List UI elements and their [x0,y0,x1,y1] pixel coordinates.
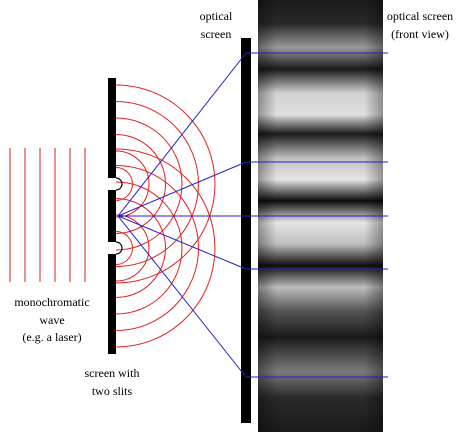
wavefront-arc-bottom-slit [115,231,133,265]
label-wave-3: (e.g. a laser) [22,330,81,344]
slit-top-edge [115,177,123,191]
path-lines [117,52,388,378]
label-front-view-1: optical screen [387,9,453,23]
path-line-diagonal [117,215,247,378]
barrier-middle [108,190,116,242]
wavefront-arcs [115,84,216,348]
wavefront-arc-top-slit [115,134,166,234]
wavefront-arc-top-slit [115,117,183,251]
label-optical-1: optical [200,9,233,23]
path-line-diagonal [117,52,247,217]
wavefront-arc-bottom-slit [115,165,199,331]
label-wave-2: wave [39,313,64,327]
slit-barrier [108,78,123,354]
path-line-diagonal [117,161,247,217]
slit-bottom-edge [115,241,123,255]
wavefront-arc-top-slit [115,150,150,218]
wavefront-arc-top-slit [115,167,133,201]
barrier-top [108,78,116,178]
wavefront-arc-top-slit [115,84,216,284]
wavefront-arc-bottom-slit [115,214,150,282]
wavefront-arc-bottom-slit [115,148,216,348]
label-optical-2: screen [201,27,232,41]
labels: optical screen optical screen (front vie… [14,9,453,398]
barrier-bottom [108,254,116,354]
incident-wave-lines [9,148,86,282]
wavefront-arc-bottom-slit [115,198,166,298]
label-front-view-2: (front view) [391,27,449,41]
label-wave-1: monochromatic [14,295,89,309]
wavefront-arc-bottom-slit [115,181,183,315]
label-slits-2: two slits [92,384,133,398]
label-slits-1: screen with [85,366,140,380]
wavefront-arc-top-slit [115,101,199,267]
path-line-diagonal [117,215,247,270]
optical-screen-side [241,38,251,423]
